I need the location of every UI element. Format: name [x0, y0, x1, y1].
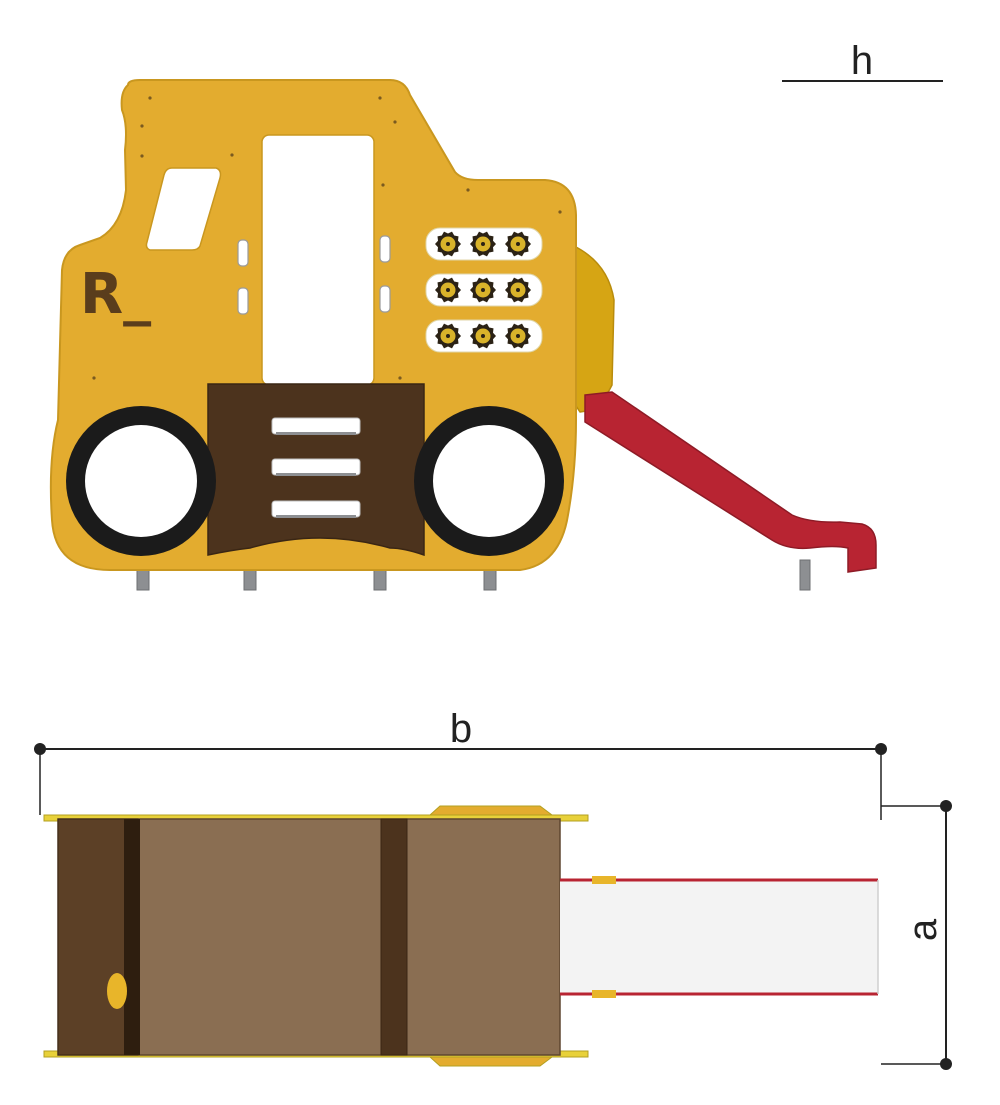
- rung-shadow: [276, 473, 356, 476]
- gear-icon: [435, 323, 461, 349]
- dimension-a-end-bottom: [940, 1058, 952, 1070]
- deck-door-wall: [380, 818, 408, 1056]
- rung-shadow: [276, 515, 356, 518]
- gear-icon: [505, 231, 531, 257]
- dimension-a-label: a: [901, 918, 945, 941]
- gear-hub: [516, 242, 520, 246]
- grip-left-lower: [237, 287, 249, 315]
- rung-3: [271, 500, 361, 518]
- leg-slide: [799, 559, 811, 591]
- screw: [466, 188, 470, 192]
- ladder-rungs: [271, 417, 361, 518]
- screw: [393, 120, 397, 124]
- gear-icon: [505, 323, 531, 349]
- slide-top-chute: [560, 880, 878, 994]
- screw: [140, 154, 144, 158]
- gear-hub: [481, 242, 485, 246]
- slide-hood-top: [592, 876, 616, 884]
- rung-1: [271, 417, 361, 435]
- screw: [378, 96, 382, 100]
- cab-window: [145, 167, 222, 251]
- support-legs: [136, 559, 811, 591]
- slide-chute: [584, 391, 877, 573]
- screw: [558, 210, 562, 214]
- rung-shadow: [276, 432, 356, 435]
- gear-hub: [446, 334, 450, 338]
- door-opening: [261, 134, 375, 386]
- leg-2: [243, 567, 257, 591]
- side-view: R_: [49, 79, 877, 591]
- window-edge: [107, 973, 127, 1009]
- leg-3: [373, 567, 387, 591]
- slide-side: [571, 243, 877, 573]
- gear-cover-top: [428, 805, 554, 816]
- dimension-a-end-top: [940, 800, 952, 812]
- gear-icon: [435, 277, 461, 303]
- gear-hub: [481, 288, 485, 292]
- gear-icon: [505, 277, 531, 303]
- gear-icon: [470, 231, 496, 257]
- screw: [230, 153, 234, 157]
- logo-text: R_: [80, 262, 151, 327]
- slide-hood-bottom: [592, 990, 616, 998]
- deck-panel: [57, 818, 561, 1056]
- gear-hub: [446, 288, 450, 292]
- dimension-h: h: [782, 39, 943, 83]
- grip-right-upper: [379, 235, 391, 263]
- gear-hub: [516, 288, 520, 292]
- gear-hub: [446, 242, 450, 246]
- screw: [398, 376, 402, 380]
- top-view: [43, 805, 879, 1067]
- tire-left: [66, 406, 216, 556]
- leg-4: [483, 567, 497, 591]
- gear-group: [435, 231, 531, 349]
- gear-hub: [481, 334, 485, 338]
- dimension-b-end-right: [875, 743, 887, 755]
- rung-2: [271, 458, 361, 476]
- screw: [148, 96, 152, 100]
- screw-dots: [92, 96, 562, 380]
- tire-right-inner: [433, 425, 545, 537]
- screw: [92, 376, 96, 380]
- gear-icon: [470, 277, 496, 303]
- dimension-b-end-left: [34, 743, 46, 755]
- gear-icon: [435, 231, 461, 257]
- gear-icon: [470, 323, 496, 349]
- gear-panel: [425, 227, 543, 353]
- gear-hub: [516, 334, 520, 338]
- screw: [140, 124, 144, 128]
- dimension-a: a: [881, 800, 952, 1070]
- grip-left-upper: [237, 239, 249, 267]
- handle-grips: [237, 235, 391, 315]
- gear-cover-bottom: [428, 1056, 554, 1067]
- deck-front-edge: [124, 819, 140, 1055]
- dimension-b: b: [34, 707, 887, 820]
- leg-1: [136, 567, 150, 591]
- dimension-b-label: b: [450, 707, 472, 751]
- tire-left-inner: [85, 425, 197, 537]
- grip-right-lower: [379, 285, 391, 313]
- tire-right: [414, 406, 564, 556]
- dimension-h-label: h: [851, 39, 873, 83]
- ladder-rung-shadows: [276, 432, 356, 518]
- slide-hood: [571, 243, 615, 413]
- screw: [381, 183, 385, 187]
